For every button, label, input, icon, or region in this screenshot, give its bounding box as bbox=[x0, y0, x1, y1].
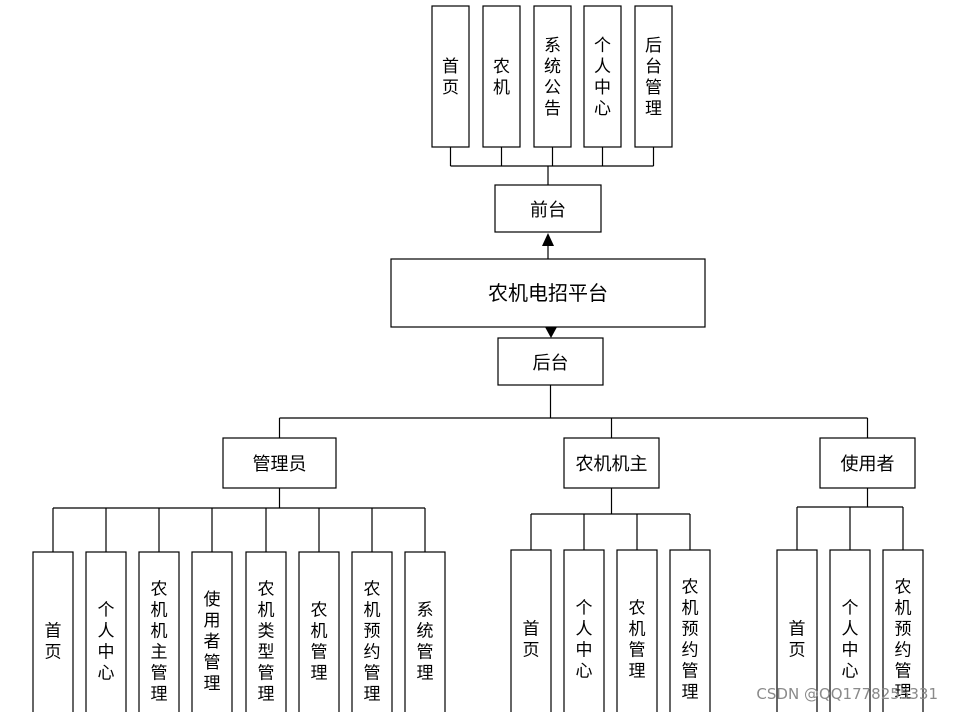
admin-item-label-4: 农机类型管理 bbox=[258, 580, 275, 705]
admin-item-label-6: 农机预约管理 bbox=[364, 580, 381, 705]
front-item-label-0: 首页 bbox=[442, 57, 459, 98]
role-node-label-user: 使用者 bbox=[841, 454, 895, 475]
front-item-label-1: 农机 bbox=[493, 57, 510, 98]
front-item-box-3 bbox=[583, 5, 622, 148]
platform-node-box bbox=[390, 258, 706, 328]
front-item-label-4: 后台管理 bbox=[645, 36, 662, 119]
owner-children: 首页 个人中心 农机管理 农机预约管理 bbox=[510, 549, 711, 712]
front-node-label: 前台 bbox=[530, 200, 566, 221]
owner-item-box-2 bbox=[616, 549, 658, 712]
user-item-box-1 bbox=[829, 549, 871, 712]
front-node-box bbox=[494, 184, 602, 233]
admin-item-label-5: 农机管理 bbox=[311, 601, 328, 684]
front-children: 首页 农机 系统公告 个人中心 后台管理 bbox=[431, 5, 673, 148]
admin-item-box-0 bbox=[32, 551, 74, 712]
back-connectors bbox=[278, 385, 869, 438]
admin-item-label-2: 农机机主管理 bbox=[151, 580, 168, 705]
front-item-label-3: 个人中心 bbox=[594, 36, 611, 119]
owner-connectors bbox=[530, 488, 691, 550]
owner-item-label-3: 农机预约管理 bbox=[682, 578, 699, 703]
admin-item-box-4 bbox=[245, 551, 287, 712]
owner-item-label-1: 个人中心 bbox=[576, 599, 593, 682]
admin-item-label-7: 系统管理 bbox=[417, 601, 434, 684]
admin-item-box-5 bbox=[298, 551, 340, 712]
front-connectors bbox=[449, 147, 655, 185]
owner-item-label-2: 农机管理 bbox=[629, 599, 646, 682]
admin-item-box-2 bbox=[138, 551, 180, 712]
role-node-box-admin bbox=[222, 437, 337, 489]
admin-item-box-6 bbox=[351, 551, 393, 712]
owner-item-box-0 bbox=[510, 549, 552, 712]
role-node-label-owner: 农机机主 bbox=[576, 454, 648, 475]
user-item-label-0: 首页 bbox=[789, 620, 806, 661]
user-item-label-1: 个人中心 bbox=[842, 599, 859, 682]
admin-connectors bbox=[52, 488, 426, 552]
front-item-box-0 bbox=[431, 5, 470, 148]
front-item-box-1 bbox=[482, 5, 521, 148]
arrow-up-icon bbox=[542, 233, 554, 246]
role-node-box-user bbox=[819, 437, 916, 489]
back-node-label: 后台 bbox=[533, 353, 569, 374]
owner-item-box-1 bbox=[563, 549, 605, 712]
admin-item-label-1: 个人中心 bbox=[98, 601, 115, 684]
owner-item-label-0: 首页 bbox=[523, 620, 540, 661]
admin-item-box-7 bbox=[404, 551, 446, 712]
admin-item-box-3 bbox=[191, 551, 233, 712]
admin-children: 首页 个人中心 农机机主管理 使用者管理 农机类型管理 农机管理 农机预约管理 … bbox=[32, 551, 446, 712]
admin-item-box-1 bbox=[85, 551, 127, 712]
admin-item-label-0: 首页 bbox=[45, 622, 62, 663]
arrow-down-icon bbox=[545, 327, 557, 338]
platform-node-label: 农机电招平台 bbox=[488, 281, 608, 305]
user-connectors bbox=[796, 488, 904, 550]
watermark-text: CSDN @QQ1778255331 bbox=[756, 685, 938, 703]
user-item-label-2: 农机预约管理 bbox=[895, 578, 912, 703]
user-item-box-2 bbox=[882, 549, 924, 712]
back-node-box bbox=[497, 337, 604, 386]
admin-item-label-3: 使用者管理 bbox=[204, 589, 221, 694]
owner-item-box-3 bbox=[669, 549, 711, 712]
user-children: 首页 个人中心 农机预约管理 bbox=[776, 549, 924, 712]
user-item-box-0 bbox=[776, 549, 818, 712]
role-node-label-admin: 管理员 bbox=[253, 454, 307, 475]
front-item-box-2 bbox=[533, 5, 572, 148]
front-item-label-2: 系统公告 bbox=[544, 36, 561, 119]
